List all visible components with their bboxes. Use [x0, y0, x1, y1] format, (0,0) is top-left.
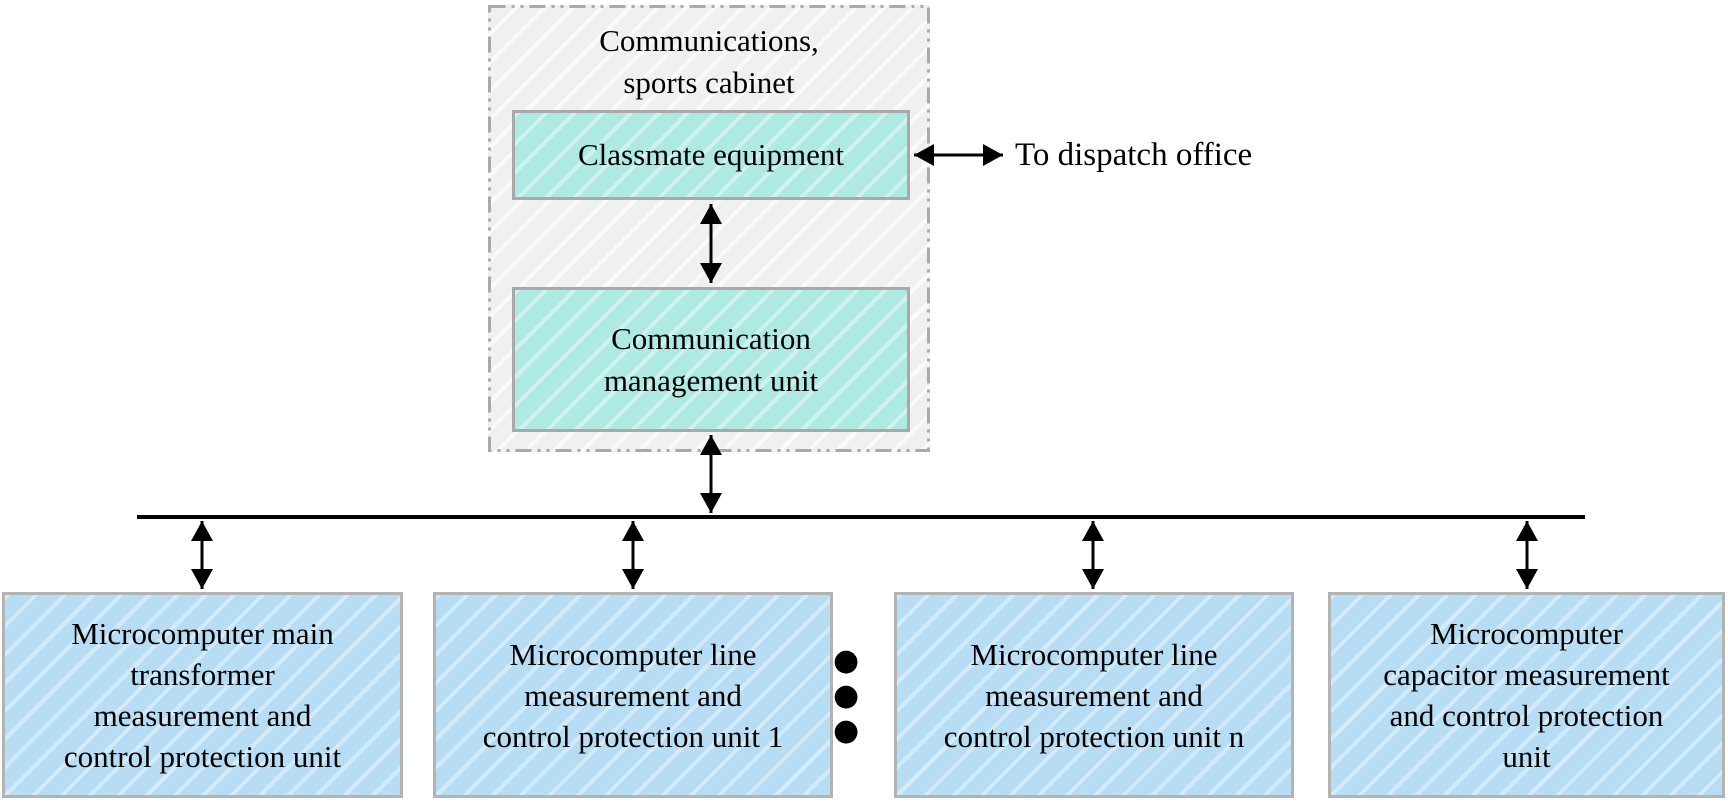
to-dispatch-office-label: To dispatch office — [1015, 137, 1253, 173]
unit-line-n-box: Microcomputer line measurement and contr… — [894, 592, 1294, 798]
ellipsis-more-units: ● ● ● — [833, 642, 866, 748]
unit-capacitor-box: Microcomputer capacitor measurement and … — [1328, 592, 1725, 798]
classmate-equipment-box: Classmate equipment — [512, 110, 910, 200]
unit-line-1-box: Microcomputer line measurement and contr… — [433, 592, 833, 798]
communication-management-unit-box: Communication management unit — [512, 287, 910, 432]
cabinet-title: Communications, sports cabinet — [599, 23, 819, 100]
unit-main-transformer-box: Microcomputer main transformer measureme… — [2, 592, 403, 798]
